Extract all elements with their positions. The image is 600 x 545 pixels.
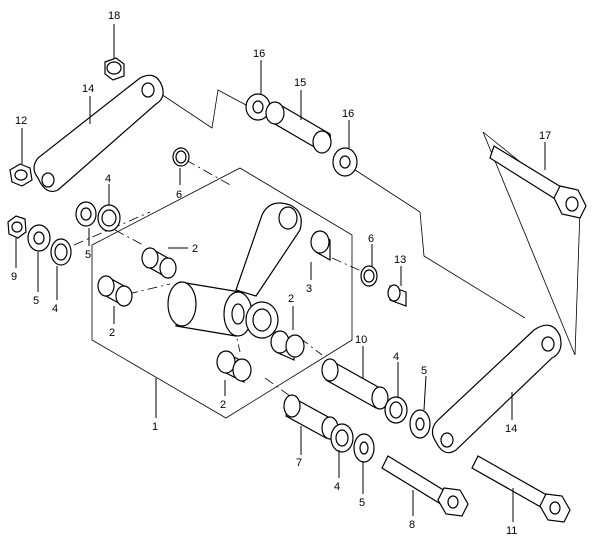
callout-5-left: 5 xyxy=(33,295,39,307)
centerline-h xyxy=(264,377,291,397)
part-6-seal-upper xyxy=(172,147,190,167)
callout-5-upper: 5 xyxy=(85,249,91,261)
callout-1: 1 xyxy=(152,421,158,433)
part-2-bearing-a xyxy=(141,246,177,280)
part-4-seal-d xyxy=(330,423,354,453)
callout-9: 9 xyxy=(11,271,17,283)
callout-18: 18 xyxy=(108,10,120,22)
centerline-c xyxy=(114,229,146,247)
part-2-bearing-c xyxy=(270,330,305,361)
callout-labels: 18 14 12 16 15 16 17 6 4 5 2 9 5 4 2 3 2… xyxy=(11,10,551,537)
centerline-e xyxy=(331,257,369,275)
callout-4-upper: 4 xyxy=(105,173,111,185)
callout-11: 11 xyxy=(506,525,517,537)
part-17-bolt xyxy=(489,145,587,219)
assembly-boundary xyxy=(91,167,353,419)
part-2-bearing-d xyxy=(216,350,252,383)
bolt-17-frame xyxy=(482,131,581,356)
callout-2-a: 2 xyxy=(192,243,198,255)
part-7-spacer xyxy=(283,394,339,440)
part-3-bearing xyxy=(310,230,331,262)
callout-5-bottom: 5 xyxy=(359,497,365,509)
part-4-seal-b xyxy=(50,238,72,266)
centerline-d xyxy=(127,283,171,295)
callout-6-right: 6 xyxy=(368,233,374,245)
callout-2-c: 2 xyxy=(288,293,294,305)
part-11-bolt xyxy=(471,455,571,523)
part-9-nut xyxy=(7,215,27,239)
part-5-washer-c xyxy=(409,409,431,439)
part-14-link-upper xyxy=(33,74,164,193)
part-5-washer-a xyxy=(75,201,97,227)
part-18-nut xyxy=(104,57,125,81)
part-14-link-lower xyxy=(431,324,562,454)
part-13-bushing xyxy=(387,284,407,307)
part-10-spacer xyxy=(321,358,389,410)
break-line-right xyxy=(351,167,526,319)
part-15-spacer xyxy=(265,101,332,154)
callout-4-bottom: 4 xyxy=(334,481,340,493)
centerline-g xyxy=(299,337,323,356)
callout-6-upper: 6 xyxy=(176,189,182,201)
part-4-seal-c xyxy=(384,396,408,424)
part-4-seal-a xyxy=(97,204,121,232)
part-8-bolt xyxy=(381,455,469,517)
centerline-a xyxy=(185,159,233,187)
callout-16-lower: 16 xyxy=(342,108,354,120)
callout-4-right: 4 xyxy=(393,351,399,363)
callout-14-upper: 14 xyxy=(82,83,94,95)
callout-8: 8 xyxy=(409,519,415,531)
part-16-washer-upper xyxy=(245,93,271,121)
callout-10: 10 xyxy=(355,334,367,346)
break-line-top xyxy=(157,89,247,129)
leader-lines xyxy=(15,24,546,522)
callout-3: 3 xyxy=(306,283,312,295)
part-1-rocker-arm xyxy=(167,202,302,339)
callout-16-upper: 16 xyxy=(253,48,265,60)
part-5-washer-b xyxy=(27,224,51,252)
callout-13: 13 xyxy=(394,254,406,266)
part-2-bearing-b xyxy=(97,274,133,308)
part-12-nut xyxy=(9,163,33,187)
callout-7: 7 xyxy=(296,457,302,469)
callout-5-right: 5 xyxy=(421,365,427,377)
part-16-washer-lower xyxy=(332,147,358,177)
callout-4-left: 4 xyxy=(52,303,58,315)
part-5-washer-d xyxy=(353,433,375,463)
callout-12: 12 xyxy=(15,115,27,127)
callout-2-d: 2 xyxy=(220,399,226,411)
callout-15: 15 xyxy=(294,77,306,89)
callout-14-lower: 14 xyxy=(505,423,517,435)
callout-2-b: 2 xyxy=(109,327,115,339)
part-6-seal-right xyxy=(360,265,378,287)
callout-17: 17 xyxy=(539,130,551,142)
